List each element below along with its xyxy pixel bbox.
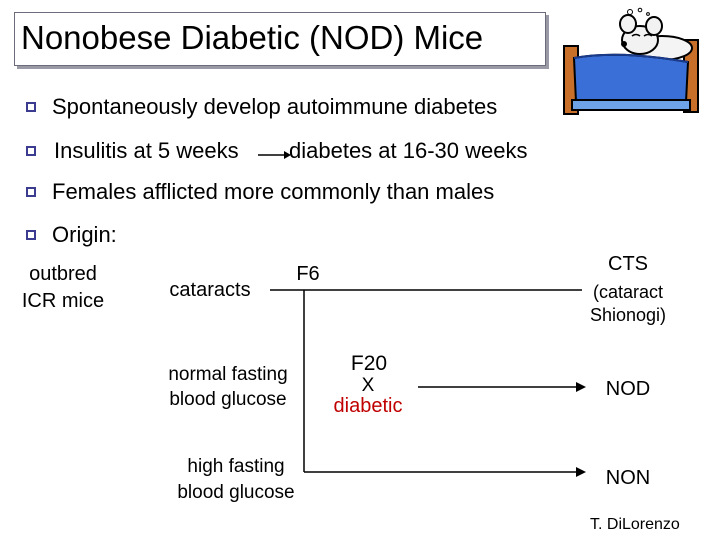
author-credit: T. DiLorenzo	[590, 516, 680, 533]
non-label: NON	[605, 467, 651, 489]
bullet-text-4: Origin:	[52, 222, 117, 247]
bullet-square-icon	[26, 146, 36, 156]
diabetic-label: diabetic	[333, 395, 403, 417]
bullet-square-icon	[26, 187, 36, 197]
normal-glucose-line2: blood glucose	[169, 389, 287, 410]
non-arrowhead	[576, 467, 586, 477]
bullet-text-1: Spontaneously develop autoimmune diabete…	[52, 94, 498, 119]
cts-sub-line1: (cataract	[592, 282, 664, 302]
title-box: Nonobese Diabetic (NOD) Mice	[14, 12, 546, 66]
nod-arrowhead	[576, 382, 586, 392]
bullet-text-2b: diabetes at 16-30 weeks	[289, 138, 528, 163]
cts-sub-line2: Shionogi)	[589, 305, 667, 325]
outbred-label-line1: outbred	[29, 263, 97, 285]
progression-arrowhead	[284, 151, 291, 159]
bullet-square-icon	[26, 230, 36, 240]
cts-label: CTS	[608, 253, 648, 275]
bullet-square-icon	[26, 102, 36, 112]
outbred-label-line2: ICR mice	[21, 290, 105, 312]
bullet-text-3: Females afflicted more commonly than mal…	[52, 179, 495, 204]
sick-mouse-in-bed-clipart	[563, 7, 699, 115]
high-glucose-line1: high fasting	[187, 456, 285, 477]
cataracts-label: cataracts	[169, 279, 251, 301]
normal-glucose-line1: normal fasting	[168, 364, 288, 385]
cross-x-label: X	[361, 375, 375, 396]
slide-title: Nonobese Diabetic (NOD) Mice	[21, 19, 484, 56]
high-glucose-line2: blood glucose	[177, 482, 295, 503]
nod-label: NOD	[605, 378, 651, 400]
f20-label: F20	[350, 352, 388, 375]
bullet-text-2a: Insulitis at 5 weeks	[54, 138, 239, 163]
f6-label: F6	[296, 263, 320, 285]
